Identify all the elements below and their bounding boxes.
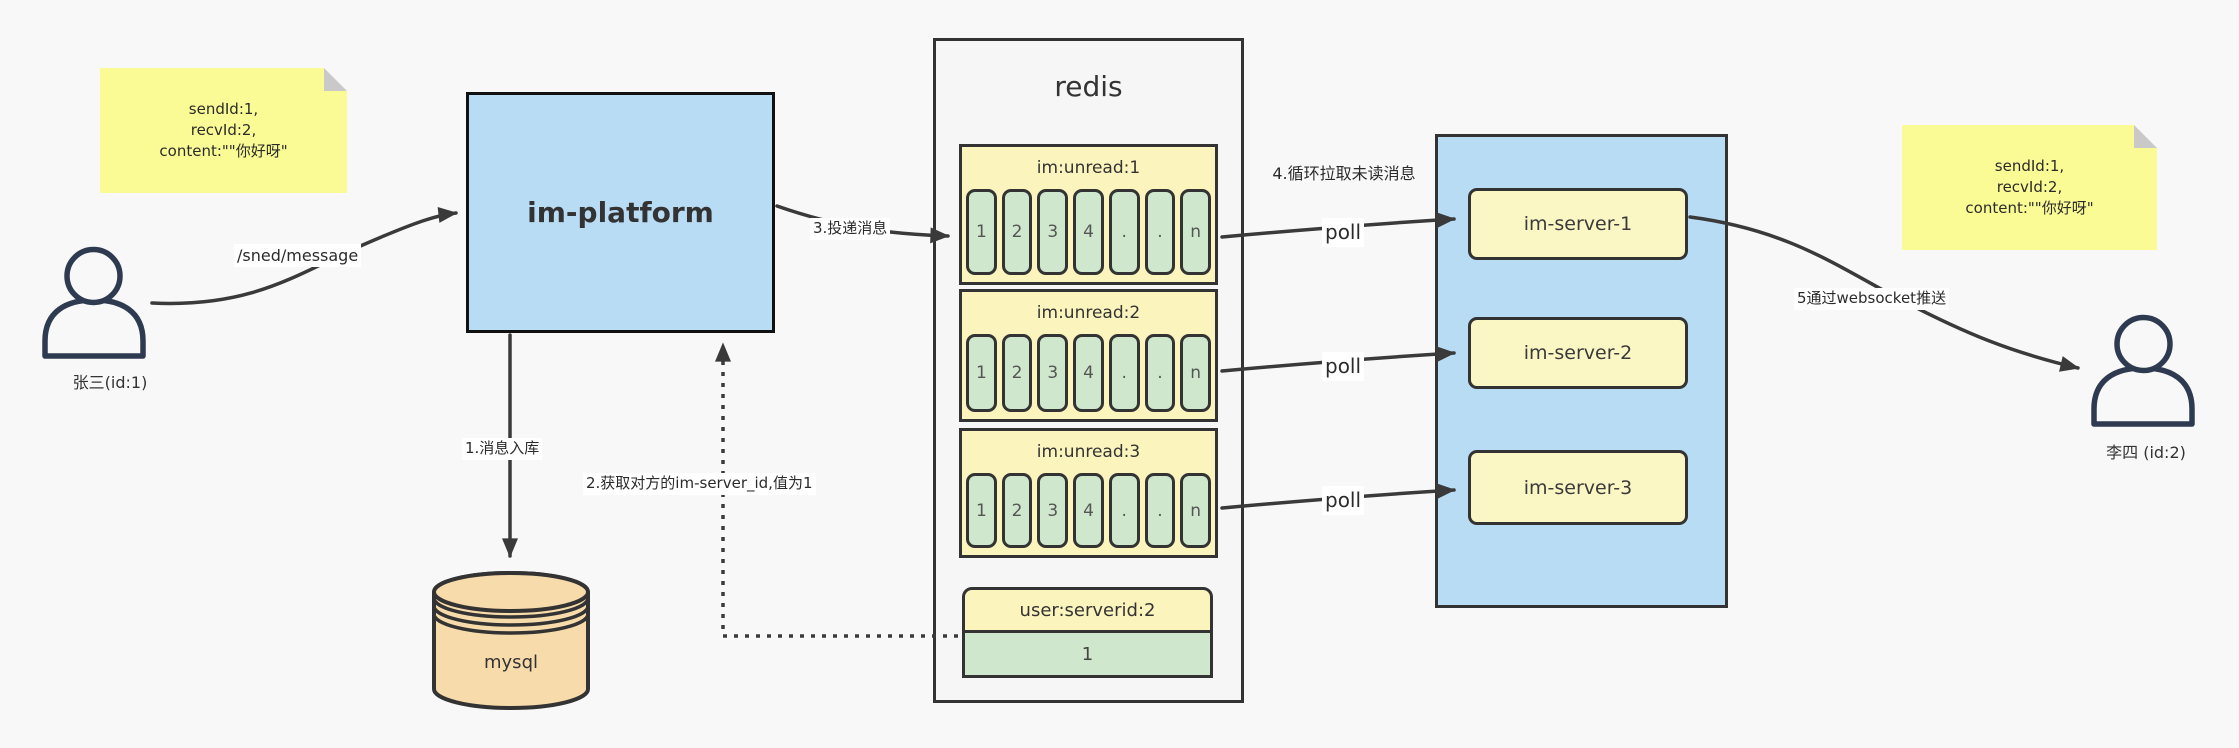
queue-cell: 2 (1001, 189, 1033, 275)
redis-queue-unread-3: im:unread:3 1 2 3 4 . . n (959, 428, 1218, 558)
im-server-2-box: im-server-2 (1468, 317, 1688, 389)
send-endpoint-label: /sned/message (234, 244, 362, 268)
step3-label: 3.投递消息 (810, 218, 891, 240)
step5-label: 5通过websocket推送 (1794, 288, 1950, 310)
note-line: recvId:2, (1996, 178, 2063, 196)
queue-cell: n (1180, 189, 1212, 275)
queue-header: im:unread:1 (1036, 158, 1141, 178)
note-line: content:""你好呀" (159, 142, 288, 160)
queue-cell: . (1144, 334, 1176, 412)
queue-cell: 1 (966, 473, 997, 548)
queue-cell: 1 (966, 189, 997, 275)
queue-header: im:unread:2 (1036, 303, 1141, 323)
im-server-label: im-server-2 (1523, 342, 1633, 364)
sender-label: 张三(id:1) (72, 373, 148, 392)
kv-key: user:serverid:2 (962, 587, 1213, 633)
queue-cell: 1 (966, 334, 997, 412)
redis-queue-unread-2: im:unread:2 1 2 3 4 . . n (959, 289, 1218, 422)
queue-cell: . (1108, 334, 1140, 412)
user-icon-receiver (2091, 314, 2195, 427)
poll-label-1: poll (1322, 218, 1365, 247)
user-icon-sender (42, 246, 146, 359)
queue-cells: 1 2 3 4 . . n (962, 334, 1215, 419)
step4-label: 4.循环拉取未读消息 (1272, 164, 1416, 183)
queue-cell: 3 (1037, 473, 1069, 548)
step1-label: 1.消息入库 (462, 438, 543, 460)
queue-cell: n (1180, 473, 1212, 548)
queue-cell: n (1180, 334, 1212, 412)
sticky-note-sender-message: sendId:1, recvId:2, content:""你好呀" (100, 68, 347, 193)
redis-kv-user-serverid: user:serverid:2 1 (962, 587, 1213, 678)
queue-cell: 3 (1037, 189, 1069, 275)
poll-label-3: poll (1322, 486, 1365, 515)
queue-cell: . (1108, 189, 1140, 275)
queue-cell: . (1144, 189, 1176, 275)
mysql-label: mysql (484, 652, 538, 673)
kv-value: 1 (962, 633, 1213, 678)
redis-title: redis (1054, 70, 1123, 103)
im-server-3-box: im-server-3 (1468, 450, 1688, 525)
im-server-label: im-server-1 (1523, 213, 1633, 235)
im-server-label: im-server-3 (1523, 476, 1633, 499)
queue-cell: . (1144, 473, 1176, 548)
queue-cell: . (1108, 473, 1140, 548)
sticky-note-receiver-message: sendId:1, recvId:2, content:""你好呀" (1902, 125, 2157, 250)
queue-cell: 2 (1001, 473, 1033, 548)
note-line: sendId:1, (188, 100, 259, 118)
im-platform-label: im-platform (527, 196, 714, 229)
queue-cell: 4 (1073, 334, 1104, 412)
queue-header: im:unread:3 (1036, 442, 1141, 462)
redis-queue-unread-1: im:unread:1 1 2 3 4 . . n (959, 144, 1218, 285)
note-line: recvId:2, (190, 121, 257, 139)
mysql-cylinder (432, 571, 590, 710)
im-platform-box: im-platform (466, 92, 775, 333)
queue-cell: 3 (1037, 334, 1069, 412)
queue-cell: 4 (1073, 473, 1104, 548)
queue-cell: 4 (1073, 189, 1104, 275)
note-line: sendId:1, (1994, 157, 2065, 175)
queue-cells: 1 2 3 4 . . n (962, 189, 1215, 282)
queue-cells: 1 2 3 4 . . n (962, 473, 1215, 555)
poll-label-2: poll (1322, 352, 1365, 381)
queue-cell: 2 (1001, 334, 1033, 412)
note-line: content:""你好呀" (1965, 199, 2094, 217)
step2-label: 2.获取对方的im-server_id,值为1 (583, 473, 816, 495)
receiver-label: 李四 (id:2) (2106, 443, 2186, 462)
im-server-1-box: im-server-1 (1468, 188, 1688, 260)
